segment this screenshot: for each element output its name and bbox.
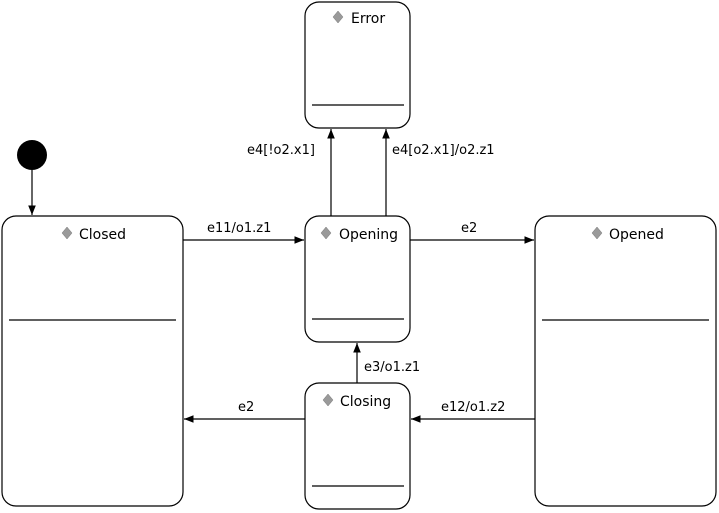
state-opened-label: Opened — [609, 227, 664, 243]
transition-label-opened-closing: e12/o1.z2 — [441, 400, 505, 415]
state-opening-label: Opening — [339, 227, 398, 243]
transition-label-opening-error-not: e4[!o2.x1] — [247, 143, 315, 158]
initial-state-icon — [17, 140, 47, 170]
state-closed-label: Closed — [79, 227, 126, 243]
state-error-label: Error — [351, 11, 385, 27]
state-error[interactable]: Error — [305, 2, 410, 128]
state-opened[interactable]: Opened — [535, 216, 716, 506]
state-closing[interactable]: Closing — [305, 383, 410, 509]
transition-label-closing-closed: e2 — [238, 400, 254, 415]
transition-label-closing-opening: e3/o1.z1 — [364, 360, 420, 375]
state-closed[interactable]: Closed — [2, 216, 183, 506]
state-closing-label: Closing — [340, 394, 391, 410]
transition-label-closed-opening: e11/o1.z1 — [207, 221, 271, 236]
state-opening[interactable]: Opening — [305, 216, 410, 342]
transition-label-opening-opened: e2 — [461, 221, 477, 236]
transition-label-opening-error: e4[o2.x1]/o2.z1 — [392, 143, 495, 158]
